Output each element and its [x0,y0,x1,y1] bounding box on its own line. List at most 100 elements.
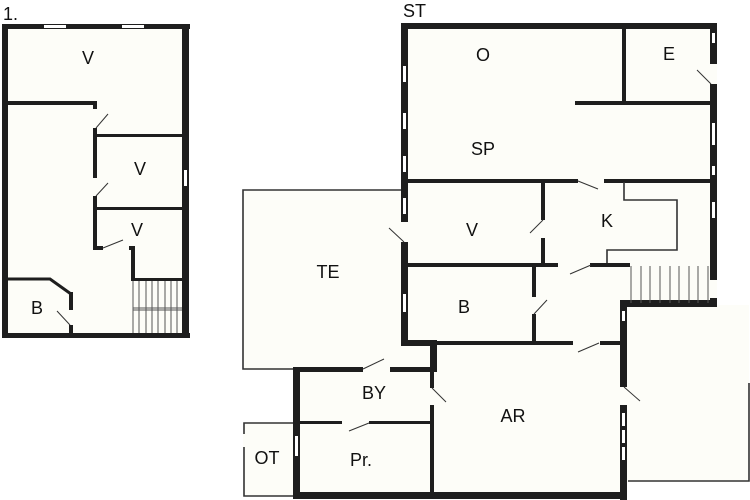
door-opening [401,222,408,242]
door-swing [362,358,385,370]
wall [710,23,717,301]
wall [600,341,624,345]
window [122,25,144,28]
wall [406,179,578,183]
wall [2,24,190,29]
wall [622,27,626,103]
wall [541,238,545,265]
ot-outline [243,422,297,434]
wall [293,492,627,499]
wall [369,421,432,424]
wall [541,181,545,220]
wall [7,101,97,105]
wall [401,23,717,29]
door-swing [431,387,447,403]
room-label-sp: SP [471,139,495,159]
wall [604,179,712,183]
terrace-area [243,190,405,370]
wall [95,207,184,210]
window [712,123,715,145]
door-swing [348,422,370,432]
wall [430,340,437,370]
door-swing [577,342,600,353]
wall [590,263,630,267]
wall [433,341,573,345]
floor-area [404,27,715,345]
room-label-pr: Pr. [350,450,372,470]
wall [532,265,536,297]
room-label-v: V [466,220,478,240]
window [403,294,406,312]
wall [532,314,536,344]
ot-outline [243,447,297,497]
window [712,166,715,175]
room-label-ar: AR [500,406,525,426]
wall [406,263,558,267]
window [295,436,298,456]
wall [93,128,97,178]
wall [131,246,135,281]
door-swing [569,264,592,275]
first-floor-area [4,27,187,338]
room-label-b: B [31,298,43,318]
window [403,113,406,129]
wall [2,24,8,338]
outdoor-area [626,305,749,482]
room-label-e: E [663,44,675,64]
wall [298,421,342,424]
room-label-o: O [476,45,490,65]
wall [430,405,434,495]
outdoor-outline [628,383,750,482]
window [622,311,625,321]
window [403,156,406,172]
window [622,447,625,460]
staircase [132,281,182,333]
wall [69,325,73,335]
wall [430,368,434,388]
room-label-ot: OT [255,448,280,468]
room-label-k: K [601,211,613,231]
wall [7,277,72,296]
window [403,66,406,82]
wall [2,333,190,338]
door-opening [710,280,717,298]
door-swing [95,182,109,197]
door-opening [620,387,627,405]
outdoor-area [243,423,298,496]
window [622,430,625,443]
wall [390,367,437,372]
room-label-by: BY [362,383,386,403]
door-swing [623,386,641,402]
room-label-te: TE [316,262,339,282]
door-opening [710,64,717,84]
floor-title: 1. [3,4,18,24]
wall [69,292,73,310]
door-swing [95,113,109,129]
door-swing [388,227,405,243]
floor-title: ST [403,1,426,21]
staircase [630,266,709,303]
room-label-v: V [134,159,146,179]
door-swing [533,299,548,315]
terrace-outline [242,189,403,370]
wall [93,196,97,250]
window [184,170,187,186]
wall [131,278,184,281]
wall [93,101,97,109]
window [622,413,625,426]
kitchen-counter [606,182,678,264]
door-swing [102,239,124,249]
wall [293,367,300,499]
room-label-v: V [131,220,143,240]
wall [575,101,712,105]
floor-area [296,342,626,497]
door-swing [696,69,712,85]
wall [401,23,408,346]
window [44,25,66,28]
door-swing [577,180,599,190]
door-swing [529,219,544,234]
door-swing [56,310,71,326]
window [712,33,715,43]
wall [93,246,103,250]
